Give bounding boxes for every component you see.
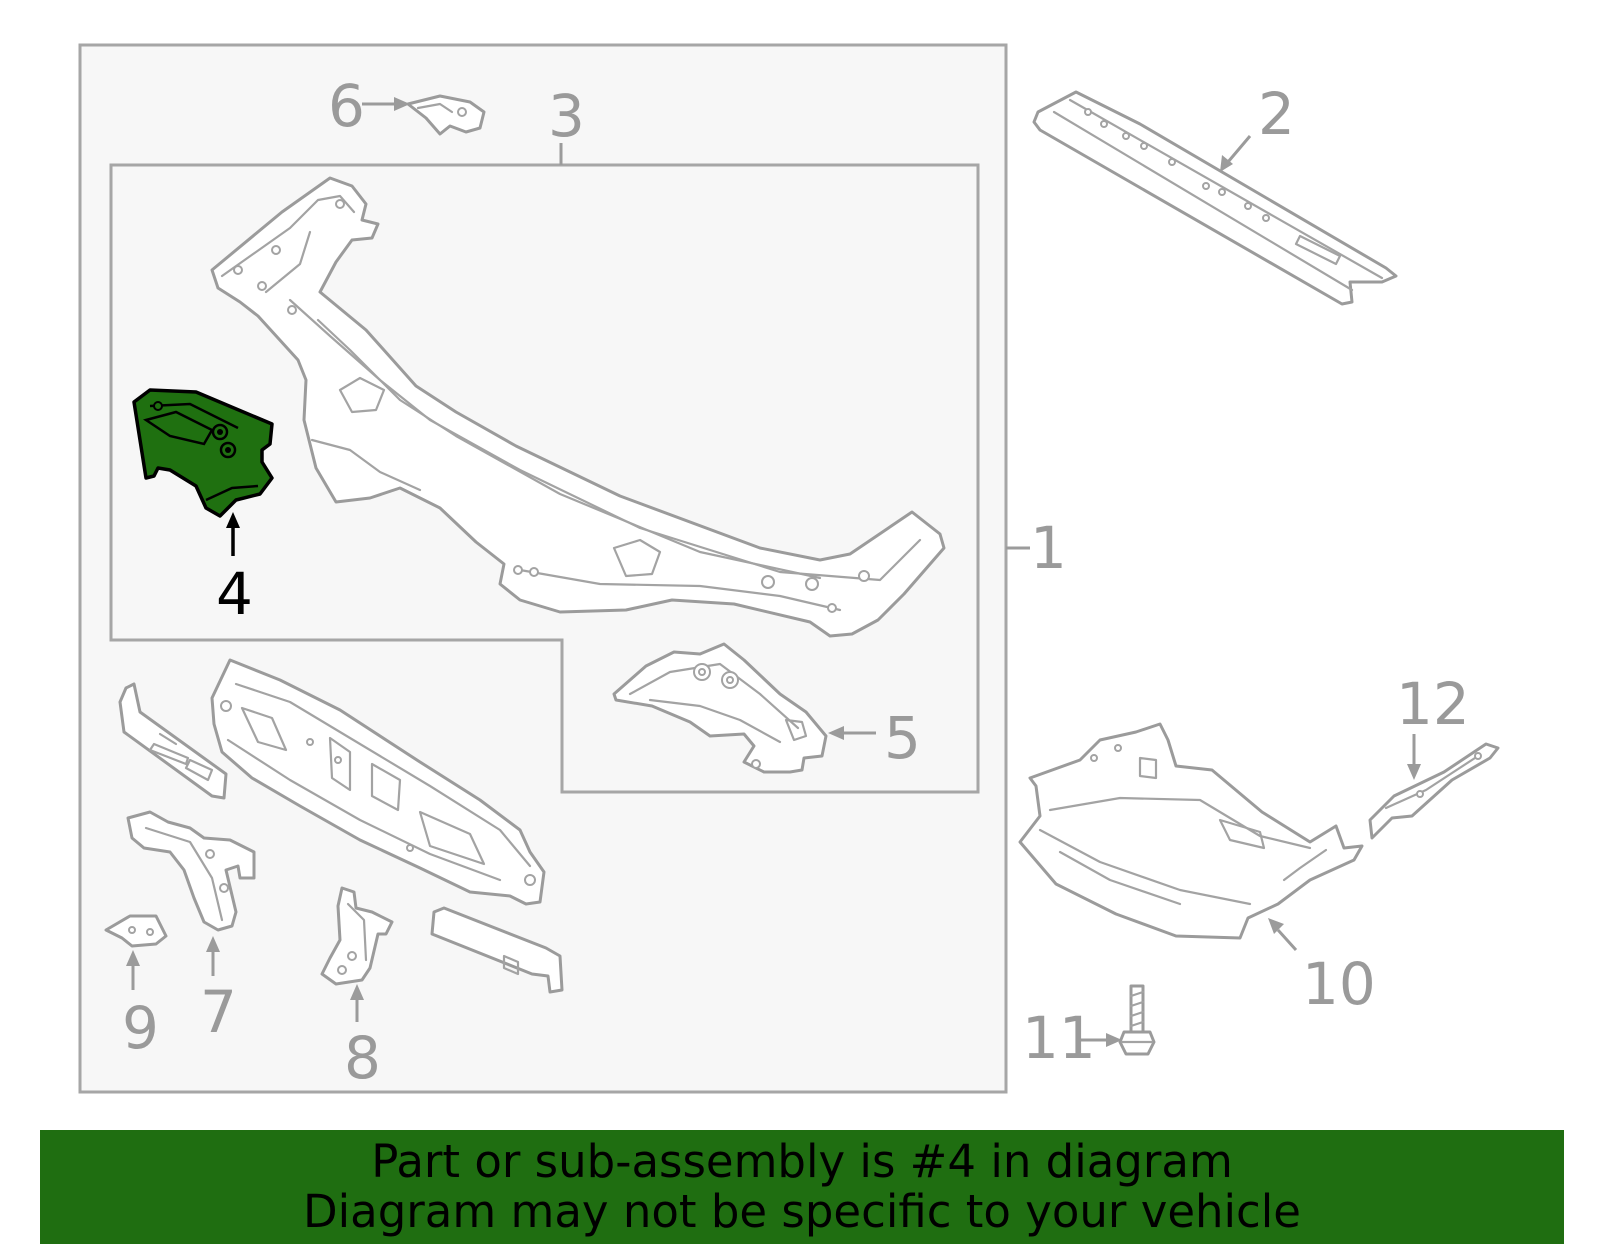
callout-7: 7 (200, 978, 237, 1046)
arrow-9 (126, 950, 140, 966)
part-6-bracket (406, 94, 486, 136)
part-5-bracket (612, 642, 828, 774)
arrow-11 (1106, 1033, 1122, 1047)
part-7-bracket (126, 810, 256, 932)
part-4-bracket (132, 388, 274, 518)
callout-11: 11 (1022, 1004, 1096, 1072)
leader-10 (1276, 928, 1298, 952)
lower-panel (210, 658, 546, 906)
callout-5: 5 (884, 704, 921, 772)
banner-line-2: Diagram may not be specific to your vehi… (303, 1185, 1301, 1238)
callout-4: 4 (216, 560, 253, 628)
part-12-bracket (1368, 742, 1500, 840)
arrow-2 (1220, 155, 1233, 172)
arrow-10 (1268, 918, 1284, 934)
part-2-rail (1032, 90, 1398, 306)
callout-6: 6 (328, 72, 365, 140)
part-10-under-cover (1018, 722, 1364, 940)
callout-8: 8 (344, 1024, 381, 1092)
arrow-12 (1407, 764, 1421, 780)
lower-bar (430, 906, 564, 994)
leader-2 (1226, 135, 1252, 163)
arrow-4 (226, 512, 240, 528)
callout-2: 2 (1258, 80, 1295, 148)
callout-9: 9 (122, 994, 159, 1062)
part-11-bolt (1118, 984, 1156, 1056)
arrow-8 (350, 984, 364, 1000)
arrow-6 (394, 97, 410, 111)
arrow-5 (828, 726, 844, 740)
callout-1: 1 (1030, 514, 1067, 582)
banner-line-1: Part or sub-assembly is #4 in diagram (371, 1135, 1233, 1188)
part-3-support-member (210, 176, 946, 638)
part-8-bracket (320, 886, 394, 986)
callout-3: 3 (548, 82, 585, 150)
lower-strip (118, 682, 228, 800)
part-9-plate (104, 914, 168, 948)
info-banner: Part or sub-assembly is #4 in diagram Di… (40, 1130, 1564, 1244)
callout-12: 12 (1396, 670, 1470, 738)
callout-10: 10 (1302, 950, 1376, 1018)
arrow-7 (206, 936, 220, 952)
